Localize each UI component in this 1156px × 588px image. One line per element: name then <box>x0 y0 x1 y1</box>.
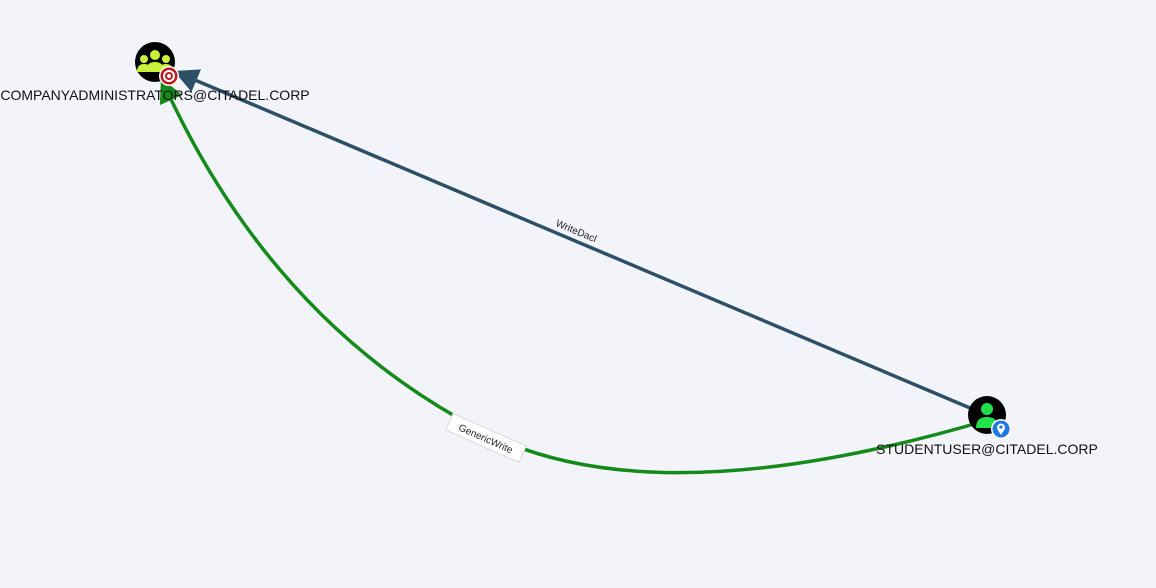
edge-writedacl-line[interactable] <box>173 69 971 410</box>
node-companyadministrators[interactable]: COMPANYADMINISTRATORS@CITADEL.CORP <box>0 42 310 103</box>
node-companyadministrators-label: COMPANYADMINISTRATORS@CITADEL.CORP <box>0 87 309 103</box>
edge-genericwrite-line[interactable] <box>159 77 989 475</box>
node-studentuser-label: STUDENTUSER@CITADEL.CORP <box>876 441 1098 457</box>
group-users-icon <box>137 50 173 72</box>
target-icon <box>159 66 179 86</box>
location-pin-icon <box>991 419 1011 439</box>
node-studentuser[interactable]: STUDENTUSER@CITADEL.CORP <box>876 396 1098 457</box>
edge-genericwrite[interactable]: GenericWrite <box>159 77 989 475</box>
edge-genericwrite-label-box <box>445 412 527 464</box>
edge-writedacl[interactable]: WriteDacl <box>173 69 971 410</box>
